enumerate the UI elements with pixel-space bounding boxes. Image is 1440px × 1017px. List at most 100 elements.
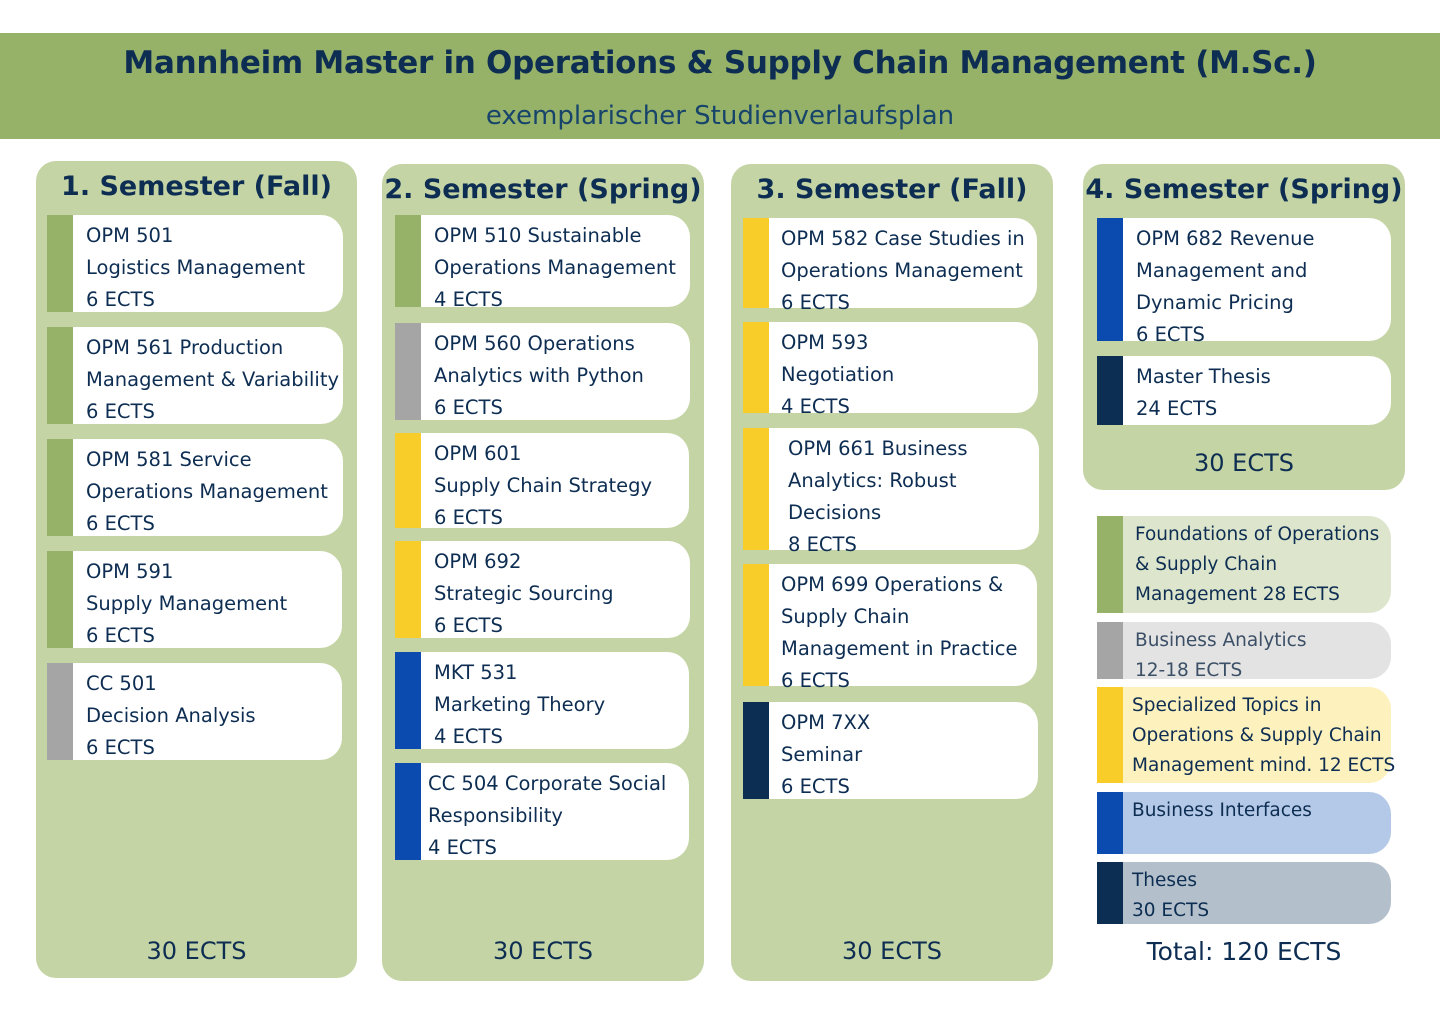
course-text: OPM 582 Case Studies in Operations Manage… [781, 223, 1033, 319]
semester-total-ects: 30 ECTS [1194, 449, 1294, 477]
course-ects: 6 ECTS [86, 624, 155, 647]
course-name-line: OPM 7XX [781, 711, 871, 734]
page-title: Mannheim Master in Operations & Supply C… [123, 45, 1317, 81]
course-name-line: OPM 582 Case Studies in [781, 227, 1025, 250]
page-header: Mannheim Master in Operations & Supply C… [0, 33, 1440, 139]
course-name-line: Supply Chain Strategy [434, 474, 653, 497]
semester-total-ects: 30 ECTS [146, 937, 247, 965]
legend-line: Foundations of Operations [1135, 524, 1380, 545]
legend-line: Management mind. 12 ECTS [1132, 755, 1396, 776]
legend-line: Specialized Topics in [1132, 695, 1322, 716]
legend-color-swatch [1097, 792, 1123, 854]
category-color-bar [1097, 218, 1123, 341]
course-name-line: OPM 501 [86, 224, 174, 247]
course-name-line: OPM 601 [434, 442, 522, 465]
course-name-line: Management & Variability [86, 368, 340, 391]
course-name-line: Operations Management [434, 256, 676, 279]
legend-line: Business Interfaces [1132, 800, 1312, 821]
course-name-line: Supply Chain [781, 605, 910, 628]
semester-title: 2. Semester (Spring) [384, 174, 702, 205]
legend-line: Operations & Supply Chain [1132, 725, 1382, 746]
course-name-line: Management and [1136, 259, 1308, 282]
course-name-line: Seminar [781, 743, 863, 766]
semester-title: 4. Semester (Spring) [1085, 174, 1403, 205]
course-ects: 4 ECTS [434, 288, 503, 311]
category-color-bar [395, 763, 421, 860]
course-name-line: Decision Analysis [86, 704, 256, 727]
course-name-line: Operations Management [86, 480, 328, 503]
course-card: OPM 582 Case Studies in Operations Manage… [743, 218, 1037, 314]
course-name-line: Operations Management [781, 259, 1023, 282]
course-name-line: Supply Management [86, 592, 288, 615]
category-color-bar [47, 551, 73, 648]
category-color-bar [395, 323, 421, 420]
category-color-bar [47, 439, 73, 536]
category-color-bar [395, 652, 421, 749]
course-ects: 8 ECTS [788, 533, 857, 556]
legend-text: Business Interfaces [1132, 796, 1389, 826]
course-name-line: Negotiation [781, 363, 895, 386]
legend-color-swatch [1097, 622, 1123, 679]
category-color-bar [395, 215, 421, 307]
category-color-bar [395, 433, 421, 528]
course-name-line: OPM 591 [86, 560, 174, 583]
course-name-line: OPM 560 Operations [434, 332, 635, 355]
semester-total-ects: 30 ECTS [493, 937, 593, 965]
semester-title: 3. Semester (Fall) [756, 174, 1028, 205]
course-name-line: OPM 699 Operations & [781, 573, 1004, 596]
course-name-line: OPM 581 Service [86, 448, 252, 471]
course-ects: 6 ECTS [781, 669, 850, 692]
course-ects: 6 ECTS [86, 288, 155, 311]
category-color-bar [743, 428, 769, 550]
category-color-bar [1097, 356, 1123, 425]
course-name-line: OPM 682 Revenue [1136, 227, 1315, 250]
category-color-bar [47, 327, 73, 424]
category-color-bar [395, 541, 421, 638]
course-ects: 6 ECTS [86, 736, 155, 759]
course-ects: 6 ECTS [434, 614, 503, 637]
course-name-line: OPM 661 Business [788, 437, 968, 460]
course-name-line: Responsibility [428, 804, 563, 827]
course-name-line: Analytics with Python [434, 364, 644, 387]
course-ects: 6 ECTS [86, 400, 155, 423]
legend-line: Theses [1132, 870, 1198, 891]
semester-title: 1. Semester (Fall) [61, 171, 332, 202]
course-ects: 4 ECTS [781, 395, 850, 418]
legend-color-swatch [1097, 862, 1123, 924]
course-name-line: Master Thesis [1136, 365, 1271, 388]
semester-total-ects: 30 ECTS [842, 937, 942, 965]
category-color-bar [743, 322, 769, 413]
course-name-line: Dynamic Pricing [1136, 291, 1294, 314]
course-name-line: Management in Practice [781, 637, 1018, 660]
